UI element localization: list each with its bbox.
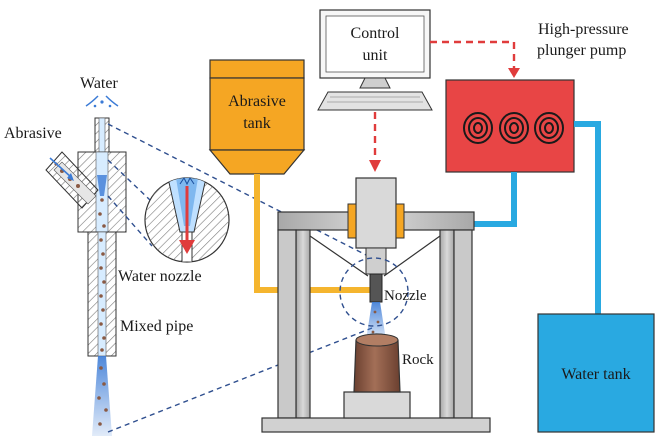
pump-label-line1: High-pressure	[538, 21, 629, 38]
mixed-particles	[98, 198, 106, 352]
pump-label-line2: plunger pump	[537, 42, 626, 59]
label-mixed-pipe: Mixed pipe	[120, 318, 193, 335]
water-tank-label: Water tank	[561, 366, 630, 383]
control-unit: Control unit	[317, 9, 433, 111]
control-unit-label-line2: unit	[363, 47, 388, 64]
high-pressure-plunger-pump	[445, 79, 575, 173]
label-abrasive: Abrasive	[4, 125, 62, 142]
nozzle-actuator	[347, 177, 405, 303]
nozzle-cross-section	[45, 95, 127, 436]
label-rock: Rock	[402, 352, 434, 368]
abrasive-tank: Abrasive tank	[208, 59, 306, 175]
abrasive-feed-line	[254, 174, 372, 293]
control-signal-lines	[373, 40, 516, 162]
label-nozzle: Nozzle	[384, 288, 427, 304]
water-tank: Water tank	[537, 313, 655, 433]
water-nozzle-zoom	[144, 177, 230, 263]
water-inlet-droplets-icon	[85, 95, 119, 108]
control-unit-label-line1: Control	[351, 25, 400, 42]
test-frame	[261, 211, 491, 433]
rock-sample	[353, 333, 401, 393]
leader-lines	[107, 123, 373, 433]
abrasive-tank-label-line1: Abrasive	[228, 93, 286, 110]
pump-rings-icon	[463, 112, 564, 144]
abrasive-tank-label-line2: tank	[243, 115, 271, 132]
nozzle-highlight-circle	[339, 257, 409, 327]
label-water-nozzle: Water nozzle	[118, 268, 202, 285]
label-water: Water	[80, 75, 118, 92]
